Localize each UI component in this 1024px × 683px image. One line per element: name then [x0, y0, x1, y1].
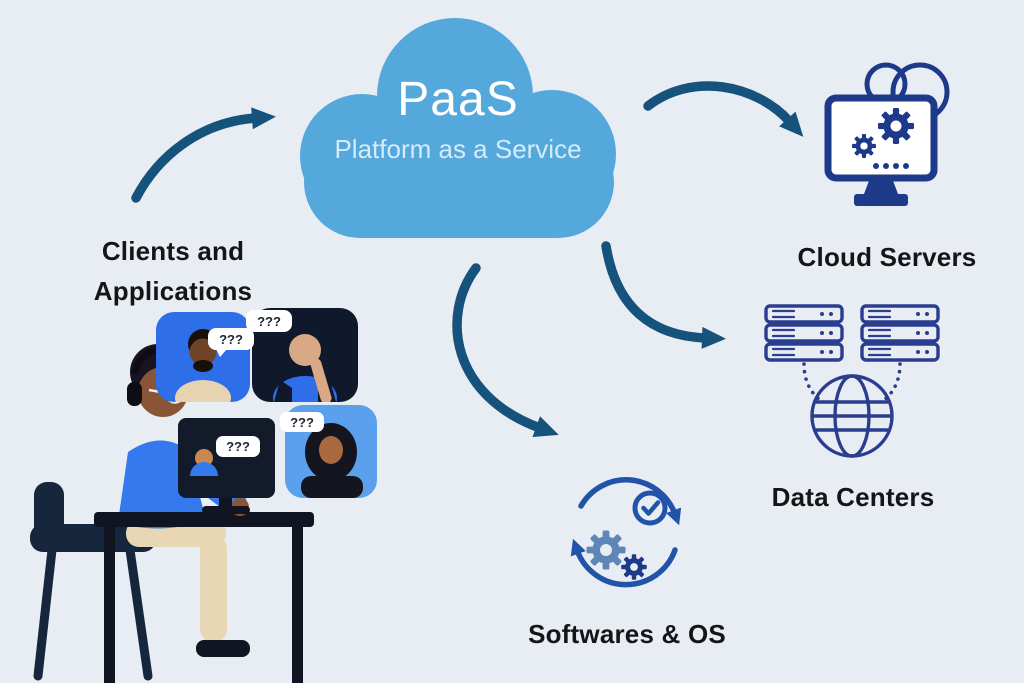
- monitor-frame: [824, 94, 938, 182]
- label-clients-line1: Clients and: [101, 236, 245, 266]
- gear-icon: [621, 554, 647, 580]
- monitor-dots: [873, 163, 909, 169]
- label-clients-line2: Applications: [93, 276, 253, 307]
- monitor-stand: [854, 178, 908, 206]
- desk: [94, 512, 314, 683]
- svg-text:???: ???: [257, 314, 281, 329]
- globe-icon: [810, 374, 894, 458]
- svg-text:???: ???: [226, 439, 250, 454]
- chair: [30, 482, 156, 681]
- headphones-earcup: [127, 382, 142, 406]
- label-data-centers: Data Centers: [771, 482, 935, 512]
- question-bubble: ???: [280, 412, 324, 432]
- server-rack-left: [764, 304, 844, 362]
- question-bubble: ???: [208, 328, 254, 357]
- arrow-cloud-to-servers: [643, 81, 804, 137]
- video-tile-participant-3: [285, 405, 377, 498]
- svg-text:???: ???: [219, 332, 243, 347]
- data-centers-icon: [764, 304, 940, 458]
- video-call-illustration: ??? ???: [30, 308, 377, 683]
- desktop-monitor: ???: [178, 418, 275, 514]
- softwares-os-icon: [570, 477, 682, 588]
- svg-text:???: ???: [290, 415, 314, 430]
- question-bubble: ???: [216, 436, 260, 457]
- check-circle: [632, 490, 668, 526]
- label-clients-and-applications: Clients and Applications: [43, 231, 303, 312]
- question-bubble: ???: [246, 310, 292, 332]
- arrow-cloud-to-softwares: [452, 263, 559, 437]
- cloud-servers-icon: [824, 62, 950, 206]
- server-rack-right: [860, 304, 940, 362]
- server-leds: [820, 312, 929, 354]
- label-softwares-os: Softwares & OS: [528, 619, 726, 649]
- label-cloud-servers: Cloud Servers: [797, 242, 977, 272]
- shoe: [196, 640, 250, 657]
- gear-icon: [852, 134, 876, 158]
- refresh-cycle-arrows: [570, 477, 682, 588]
- gear-icon: [587, 531, 626, 570]
- arrow-cloud-to-datacenters: [601, 241, 726, 349]
- server-slot-lines: [771, 309, 892, 357]
- gear-icon: [878, 108, 914, 144]
- video-tile-participant-2: [252, 308, 358, 402]
- video-tile-participant-1: [156, 312, 250, 402]
- dotted-connectors: [802, 362, 902, 402]
- arrow-clients-to-cloud: [131, 107, 276, 203]
- paas-cloud-shape: [300, 18, 616, 238]
- check-icon: [641, 500, 661, 516]
